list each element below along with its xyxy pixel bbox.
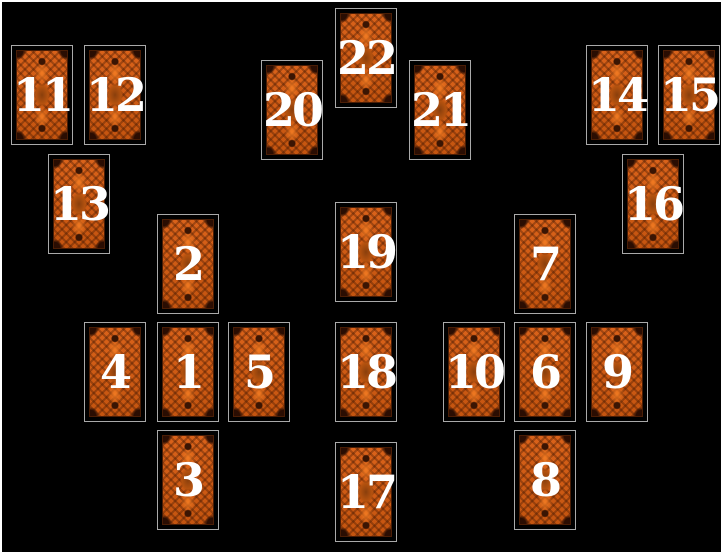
card-back bbox=[162, 219, 214, 309]
card-back bbox=[89, 50, 141, 140]
card-position-3[interactable]: 3 bbox=[157, 430, 219, 530]
card-back bbox=[627, 159, 679, 249]
card-position-14[interactable]: 14 bbox=[586, 45, 648, 145]
card-position-15[interactable]: 15 bbox=[658, 45, 720, 145]
card-position-22[interactable]: 22 bbox=[335, 8, 397, 108]
card-back bbox=[663, 50, 715, 140]
card-back bbox=[266, 65, 318, 155]
card-back bbox=[591, 327, 643, 417]
card-back bbox=[16, 50, 68, 140]
card-back bbox=[519, 327, 571, 417]
card-position-9[interactable]: 9 bbox=[586, 322, 648, 422]
card-position-4[interactable]: 4 bbox=[84, 322, 146, 422]
card-position-6[interactable]: 6 bbox=[514, 322, 576, 422]
card-position-1[interactable]: 1 bbox=[157, 322, 219, 422]
card-position-18[interactable]: 18 bbox=[335, 322, 397, 422]
card-position-5[interactable]: 5 bbox=[228, 322, 290, 422]
card-back bbox=[448, 327, 500, 417]
card-position-11[interactable]: 11 bbox=[11, 45, 73, 145]
card-back bbox=[519, 219, 571, 309]
card-back bbox=[233, 327, 285, 417]
card-position-7[interactable]: 7 bbox=[514, 214, 576, 314]
card-position-19[interactable]: 19 bbox=[335, 202, 397, 302]
card-back bbox=[591, 50, 643, 140]
card-position-10[interactable]: 10 bbox=[443, 322, 505, 422]
card-position-21[interactable]: 21 bbox=[409, 60, 471, 160]
card-back bbox=[414, 65, 466, 155]
card-position-8[interactable]: 8 bbox=[514, 430, 576, 530]
card-position-17[interactable]: 17 bbox=[335, 442, 397, 542]
card-position-20[interactable]: 20 bbox=[261, 60, 323, 160]
card-back bbox=[340, 207, 392, 297]
card-back bbox=[89, 327, 141, 417]
card-position-16[interactable]: 16 bbox=[622, 154, 684, 254]
card-position-2[interactable]: 2 bbox=[157, 214, 219, 314]
card-back bbox=[340, 13, 392, 103]
card-position-12[interactable]: 12 bbox=[84, 45, 146, 145]
card-back bbox=[162, 435, 214, 525]
card-back bbox=[340, 327, 392, 417]
card-position-13[interactable]: 13 bbox=[48, 154, 110, 254]
card-back bbox=[162, 327, 214, 417]
card-back bbox=[519, 435, 571, 525]
card-back bbox=[340, 447, 392, 537]
card-back bbox=[53, 159, 105, 249]
